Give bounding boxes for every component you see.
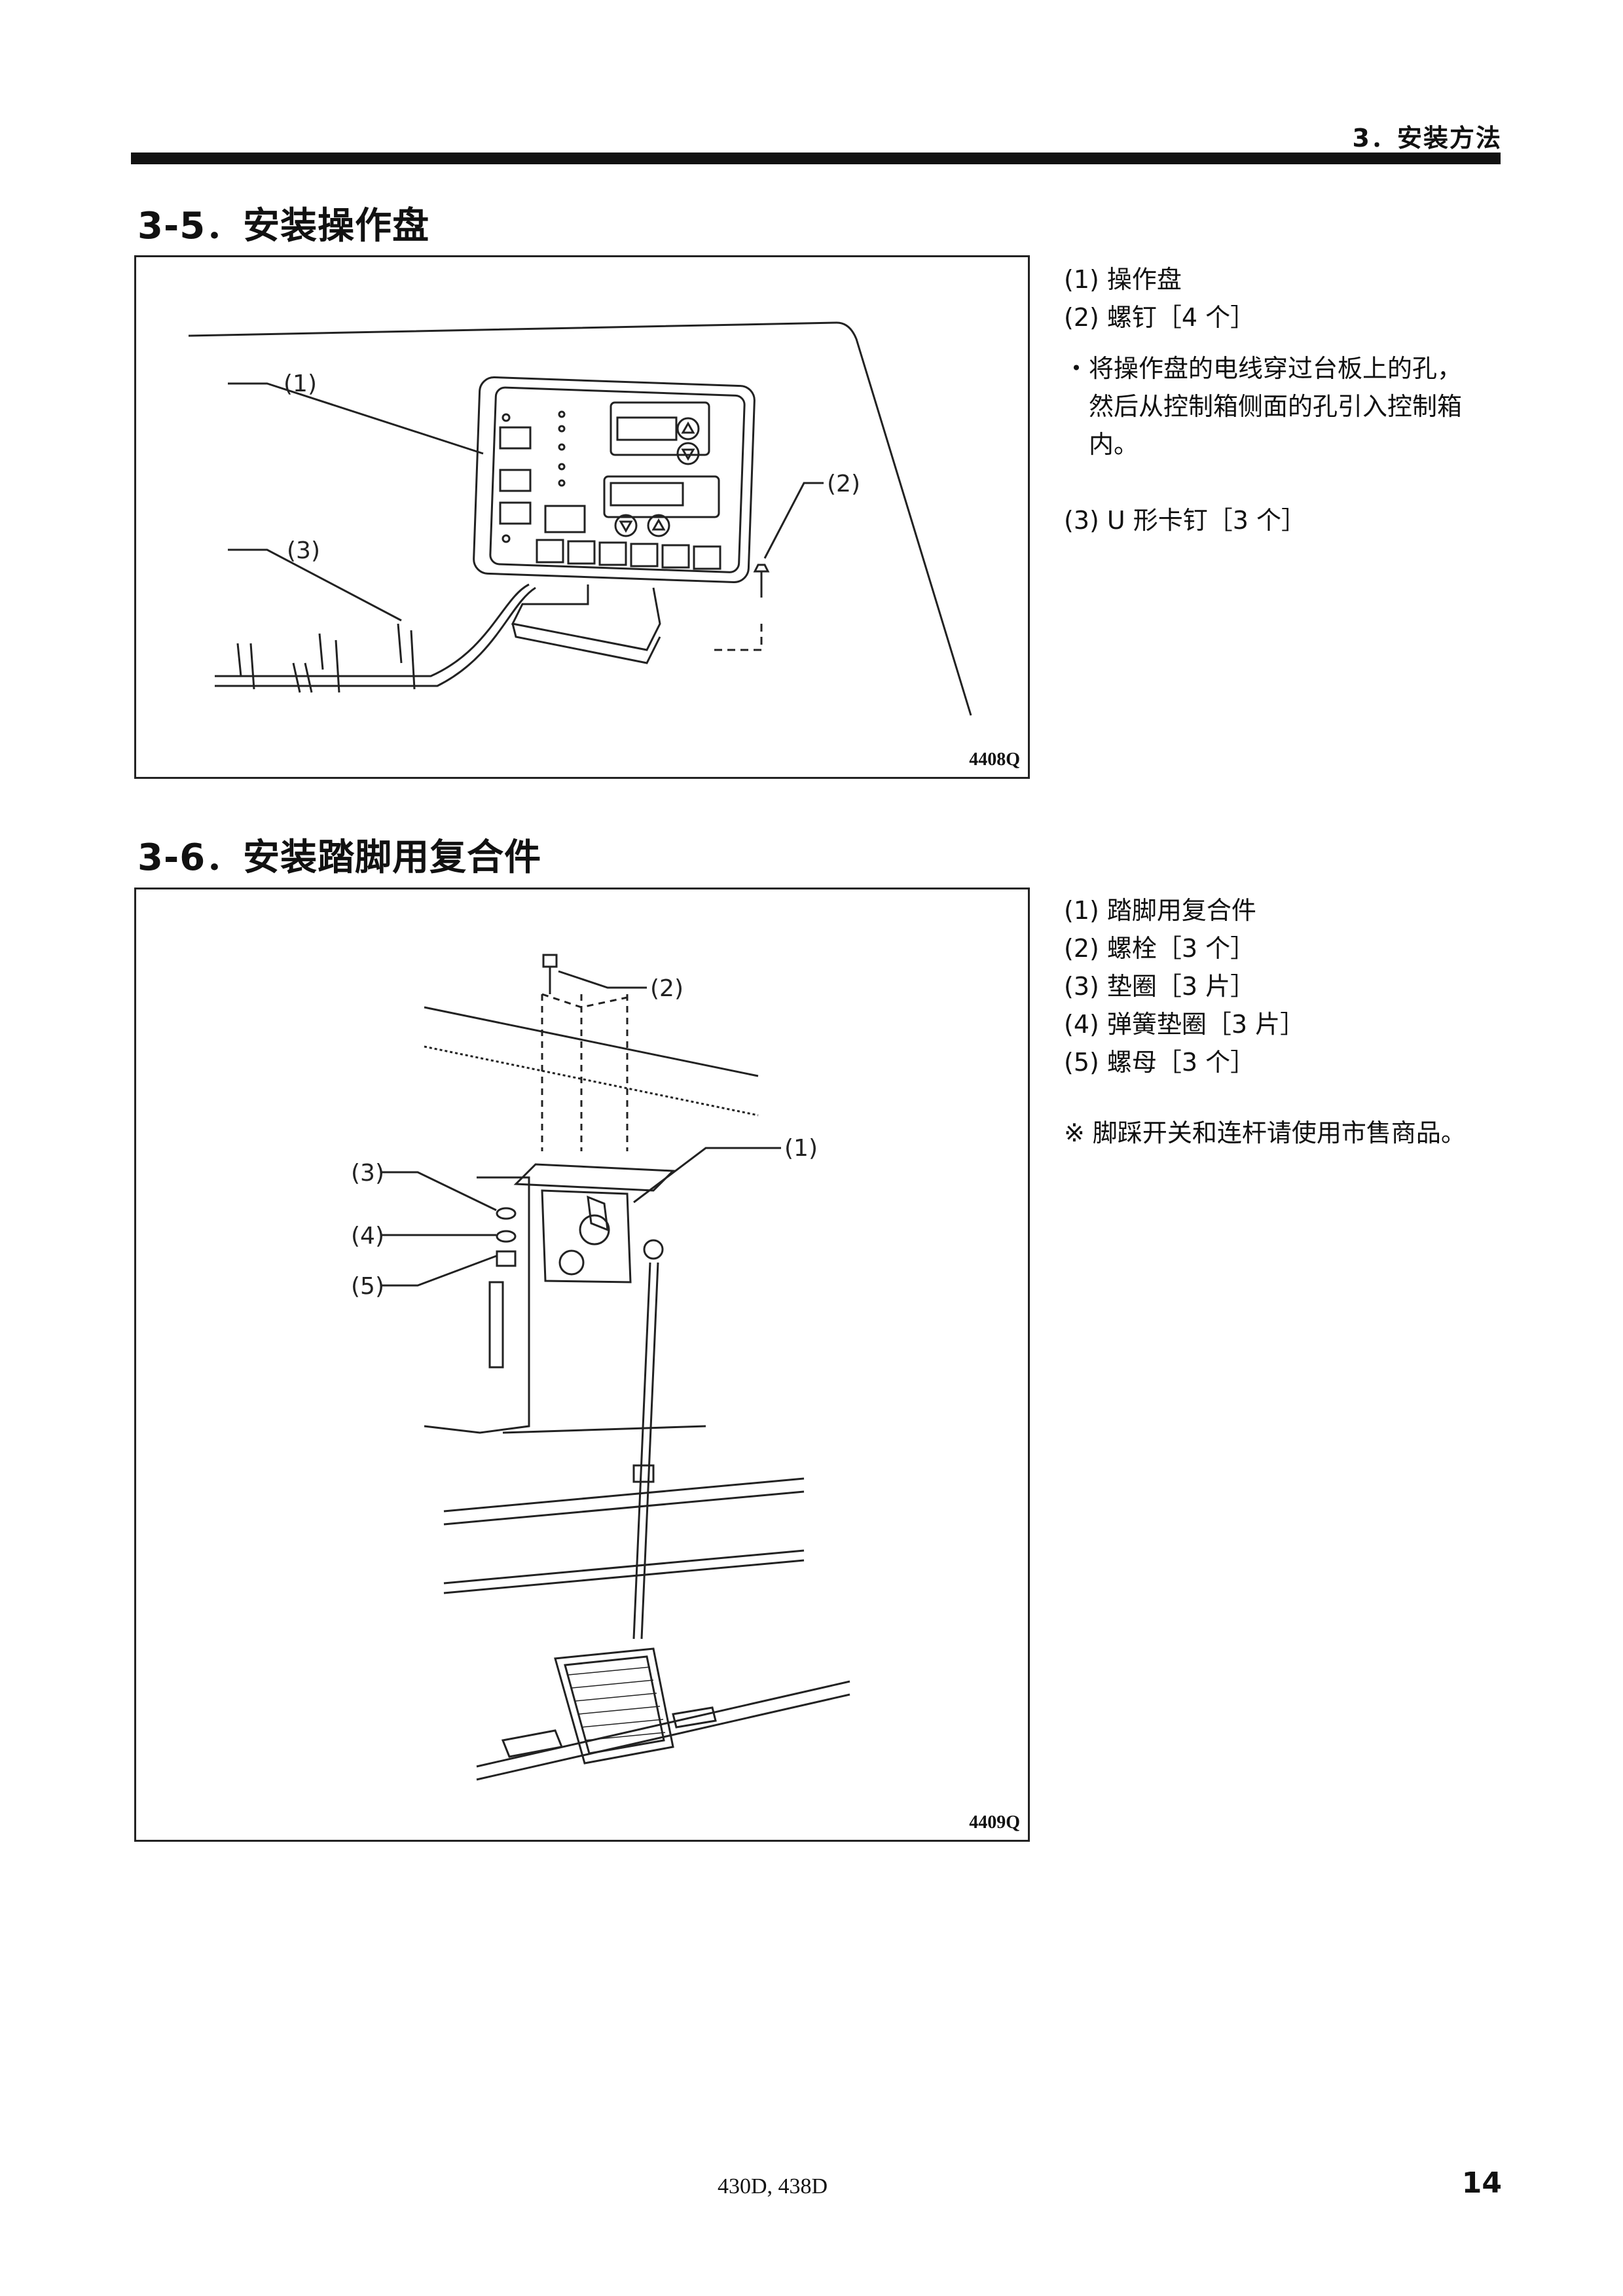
section-title-3-6: 3-6．安装踏脚用复合件 <box>137 836 542 879</box>
note-line: (3) 垫圈［3 片］ <box>1064 972 1256 1001</box>
note-line: (1) 操作盘 <box>1064 265 1182 294</box>
callout-3: (3) <box>351 1160 384 1187</box>
note-line: (4) 弹簧垫圈［3 片］ <box>1064 1010 1305 1039</box>
figure-code-4409q: 4409Q <box>969 1812 1020 1833</box>
callout-1: (1) <box>784 1135 818 1162</box>
callout-3: (3) <box>287 537 320 564</box>
note-line: (2) 螺钉［4 个］ <box>1064 303 1256 332</box>
callout-5: (5) <box>351 1273 384 1300</box>
pedal-assembly-illustration: (2) (1) (3) (4) (5) <box>351 954 850 1781</box>
callout-4: (4) <box>351 1223 384 1249</box>
page-number: 14 <box>1461 2166 1502 2200</box>
figure-pedal-assembly: (2) (1) (3) (4) (5) 4409Q <box>134 888 1030 1842</box>
figure-code-4408q: 4408Q <box>969 749 1020 770</box>
running-header: 3．安装方法 <box>1352 124 1502 152</box>
notes-3-5: (1) 操作盘 (2) 螺钉［4 个］ ・将操作盘的电线穿过台板上的孔， 然后从… <box>1064 260 1462 539</box>
header-rule <box>131 152 1501 164</box>
operation-panel-illustration: (1) (2) (3) <box>188 321 972 716</box>
note-line: (5) 螺母［3 个］ <box>1064 1048 1256 1077</box>
note-line: (3) U 形卡钉［3 个］ <box>1064 506 1307 535</box>
note-line: ・将操作盘的电线穿过台板上的孔， <box>1064 354 1463 383</box>
figure-operation-panel: (1) (2) (3) 4408Q <box>134 255 1030 779</box>
callout-1: (1) <box>283 370 317 397</box>
callout-2: (2) <box>827 471 860 497</box>
note-line: (1) 踏脚用复合件 <box>1064 896 1256 925</box>
note-line: 然后从控制箱侧面的孔引入控制箱 <box>1089 392 1463 421</box>
note-line: (2) 螺栓［3 个］ <box>1064 934 1256 963</box>
callout-2: (2) <box>650 975 684 1002</box>
section-title-3-5: 3-5．安装操作盘 <box>137 205 430 247</box>
note-line: 内。 <box>1089 430 1139 459</box>
model-number: 430D, 438D <box>718 2174 828 2198</box>
note-line: ※ 脚踩开关和连杆请使用市售商品。 <box>1064 1119 1466 1147</box>
notes-3-6: (1) 踏脚用复合件 (2) 螺栓［3 个］ (3) 垫圈［3 片］ (4) 弹… <box>1064 891 1466 1152</box>
